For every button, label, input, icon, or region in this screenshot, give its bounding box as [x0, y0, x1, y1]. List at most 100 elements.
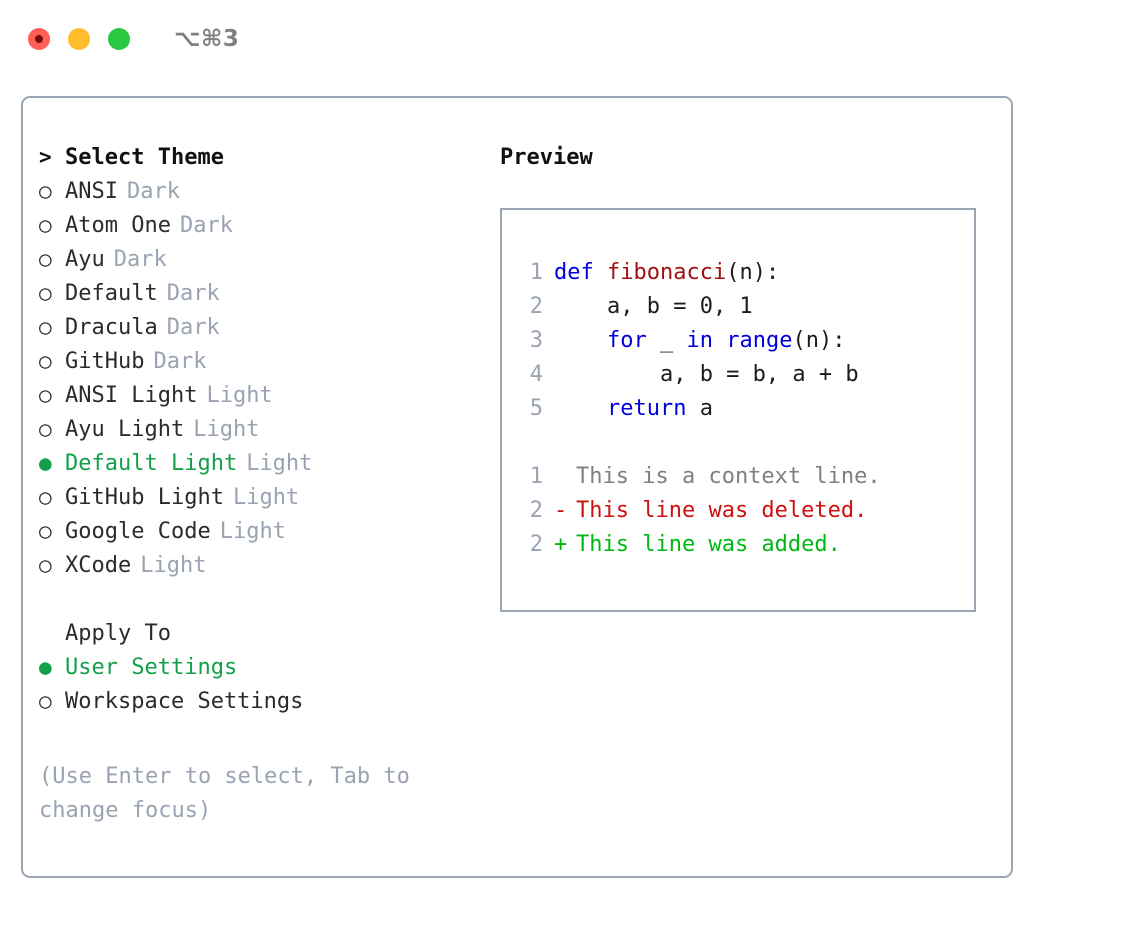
theme-variant-badge: Dark: [153, 349, 207, 374]
radio-selected-icon[interactable]: ●: [39, 655, 52, 679]
theme-option-ayu-dark[interactable]: ○ Ayu Dark: [39, 247, 479, 281]
radio-icon[interactable]: ○: [39, 281, 52, 305]
theme-label: Ayu Light: [65, 417, 185, 442]
radio-icon[interactable]: ○: [39, 383, 52, 407]
radio-icon[interactable]: ○: [39, 247, 52, 271]
maximize-button[interactable]: [108, 28, 130, 50]
theme-variant-badge: Light: [232, 485, 300, 510]
line-number: 1: [529, 464, 543, 489]
title-bar: ⌥⌘3: [0, 0, 1140, 78]
line-number: 2: [529, 498, 543, 523]
select-theme-header: > Select Theme: [39, 145, 479, 179]
code-token: fibonacci: [606, 260, 727, 285]
radio-icon[interactable]: ○: [39, 213, 52, 237]
theme-label: ANSI: [65, 179, 118, 204]
code-line: 3 for _ in range (n):: [519, 328, 974, 362]
radio-icon[interactable]: ○: [39, 349, 52, 373]
line-number: 2: [529, 294, 543, 319]
preview-title: Preview: [500, 145, 593, 170]
keyboard-shortcut-label: ⌥⌘3: [174, 26, 240, 52]
theme-variant-badge: Light: [246, 451, 313, 476]
diff-text: This line was deleted.: [576, 498, 868, 523]
theme-label: Atom One: [65, 213, 171, 238]
theme-option-default-light[interactable]: ● Default Light Light: [39, 451, 479, 485]
code-token: _: [646, 328, 687, 353]
diff-marker-icon: +: [554, 532, 568, 557]
keyboard-hint-text: (Use Enter to select, Tab to change focu…: [39, 764, 424, 823]
radio-icon[interactable]: ○: [39, 553, 52, 577]
theme-label: Google Code: [65, 519, 211, 544]
line-number: 3: [529, 328, 543, 353]
main-frame: > Select Theme ○ ANSI Dark ○ Atom One Da…: [21, 96, 1013, 878]
theme-option-google-code[interactable]: ○ Google Code Light: [39, 519, 479, 553]
theme-variant-badge: Light: [193, 417, 260, 442]
radio-icon[interactable]: ○: [39, 417, 52, 441]
apply-to-label: Workspace Settings: [65, 689, 304, 714]
theme-label: Default Light: [65, 451, 238, 476]
code-token: [554, 328, 607, 353]
theme-option-xcode[interactable]: ○ XCode Light: [39, 553, 479, 587]
apply-to-indent: [39, 621, 65, 645]
theme-option-ansi-dark[interactable]: ○ ANSI Dark: [39, 179, 479, 213]
radio-selected-icon[interactable]: ●: [39, 451, 52, 475]
theme-variant-badge: Dark: [166, 315, 220, 340]
theme-label: GitHub Light: [65, 485, 224, 510]
caret-icon: >: [39, 145, 52, 169]
line-number: 5: [529, 396, 543, 421]
radio-icon[interactable]: ○: [39, 315, 52, 339]
diff-text: This is a context line.: [576, 464, 881, 489]
theme-option-github-dark[interactable]: ○ GitHub Dark: [39, 349, 479, 383]
line-number: 4: [529, 362, 543, 387]
theme-option-atom-one-dark[interactable]: ○ Atom One Dark: [39, 213, 479, 247]
preview-panel: Preview 1 def fibonacci (n): 2 a, b = 0,…: [500, 145, 980, 612]
code-token: a, b = 0, 1: [554, 294, 753, 319]
theme-variant-badge: Dark: [126, 179, 180, 204]
theme-variant-badge: Dark: [166, 281, 220, 306]
radio-icon[interactable]: ○: [39, 519, 52, 543]
code-blank-line: [519, 430, 974, 464]
close-button[interactable]: [28, 28, 50, 50]
code-token: a, b = b, a + b: [554, 362, 859, 387]
code-token: a: [686, 396, 713, 421]
theme-variant-badge: Dark: [113, 247, 167, 272]
code-token: in range: [686, 328, 793, 353]
theme-option-default-dark[interactable]: ○ Default Dark: [39, 281, 479, 315]
diff-marker-icon: [554, 464, 576, 489]
radio-icon[interactable]: ○: [39, 485, 52, 509]
diff-line-context: 1 This is a context line.: [519, 464, 974, 498]
apply-to-header: Apply To: [39, 621, 479, 655]
list-spacer: [39, 587, 479, 621]
apply-to-title: Apply To: [65, 621, 171, 646]
code-token: for: [606, 328, 647, 353]
theme-label: Dracula: [65, 315, 158, 340]
select-theme-title: Select Theme: [65, 145, 224, 170]
diff-text: This line was added.: [576, 532, 841, 557]
code-token: (n):: [726, 260, 780, 285]
line-number: 2: [529, 532, 543, 557]
theme-selector-panel: > Select Theme ○ ANSI Dark ○ Atom One Da…: [39, 145, 479, 723]
theme-label: ANSI Light: [65, 383, 198, 408]
theme-variant-badge: Light: [206, 383, 273, 408]
theme-label: Ayu: [65, 247, 105, 272]
theme-option-github-light[interactable]: ○ GitHub Light Light: [39, 485, 479, 519]
apply-to-option-workspace-settings[interactable]: ○ Workspace Settings: [39, 689, 479, 723]
diff-line-deleted: 2 - This line was deleted.: [519, 498, 974, 532]
apply-to-option-user-settings[interactable]: ● User Settings: [39, 655, 479, 689]
window-controls: [28, 28, 130, 50]
code-line: 4 a, b = b, a + b: [519, 362, 974, 396]
code-line: 2 a, b = 0, 1: [519, 294, 974, 328]
code-token: [554, 396, 607, 421]
code-token: def: [554, 260, 607, 285]
minimize-button[interactable]: [68, 28, 90, 50]
apply-to-label: User Settings: [65, 655, 238, 680]
preview-code-box: 1 def fibonacci (n): 2 a, b = 0, 1 3 for: [500, 208, 976, 612]
code-token: return: [606, 396, 687, 421]
radio-icon[interactable]: ○: [39, 689, 52, 713]
theme-option-ansi-light[interactable]: ○ ANSI Light Light: [39, 383, 479, 417]
radio-icon[interactable]: ○: [39, 179, 52, 203]
theme-option-ayu-light[interactable]: ○ Ayu Light Light: [39, 417, 479, 451]
code-token: (n):: [792, 328, 846, 353]
diff-marker-icon: -: [554, 498, 568, 523]
theme-option-dracula-dark[interactable]: ○ Dracula Dark: [39, 315, 479, 349]
